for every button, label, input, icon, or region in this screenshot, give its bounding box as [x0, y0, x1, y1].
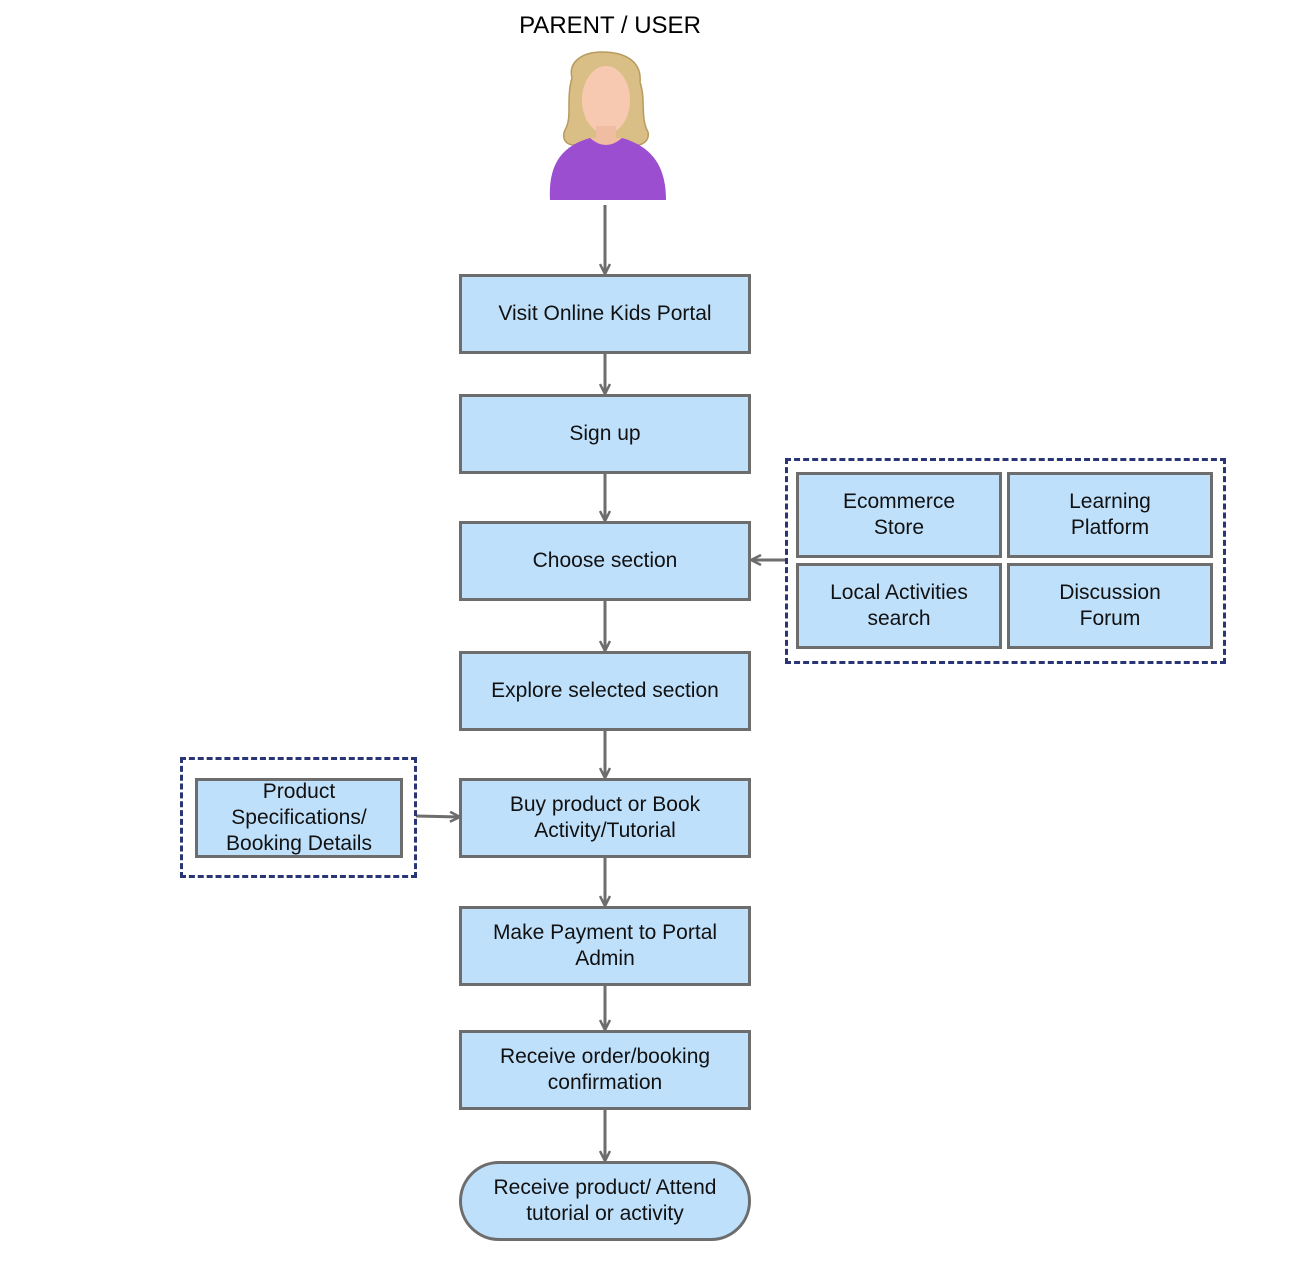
product-details-box[interactable]: Product Specifications/ Booking Details — [195, 778, 403, 858]
details-group — [180, 757, 417, 878]
ecommerce-store-option[interactable]: Ecommerce Store — [796, 472, 1002, 558]
sections-group — [785, 458, 1226, 664]
explore-section-step[interactable]: Explore selected section — [459, 651, 751, 731]
user-avatar-icon — [549, 51, 666, 200]
visit-portal-step[interactable]: Visit Online Kids Portal — [459, 274, 751, 354]
arrow-details-to-buy — [415, 816, 460, 817]
actor-title: PARENT / USER — [519, 12, 701, 39]
make-payment-step[interactable]: Make Payment to Portal Admin — [459, 906, 751, 986]
receive-confirmation-step[interactable]: Receive order/booking confirmation — [459, 1030, 751, 1110]
local-activities-option[interactable]: Local Activities search — [796, 563, 1002, 649]
discussion-forum-option[interactable]: Discussion Forum — [1007, 563, 1213, 649]
learning-platform-option[interactable]: Learning Platform — [1007, 472, 1213, 558]
buy-or-book-step[interactable]: Buy product or Book Activity/Tutorial — [459, 778, 751, 858]
receive-product-terminal[interactable]: Receive product/ Attend tutorial or acti… — [459, 1161, 751, 1241]
choose-section-step[interactable]: Choose section — [459, 521, 751, 601]
sign-up-step[interactable]: Sign up — [459, 394, 751, 474]
